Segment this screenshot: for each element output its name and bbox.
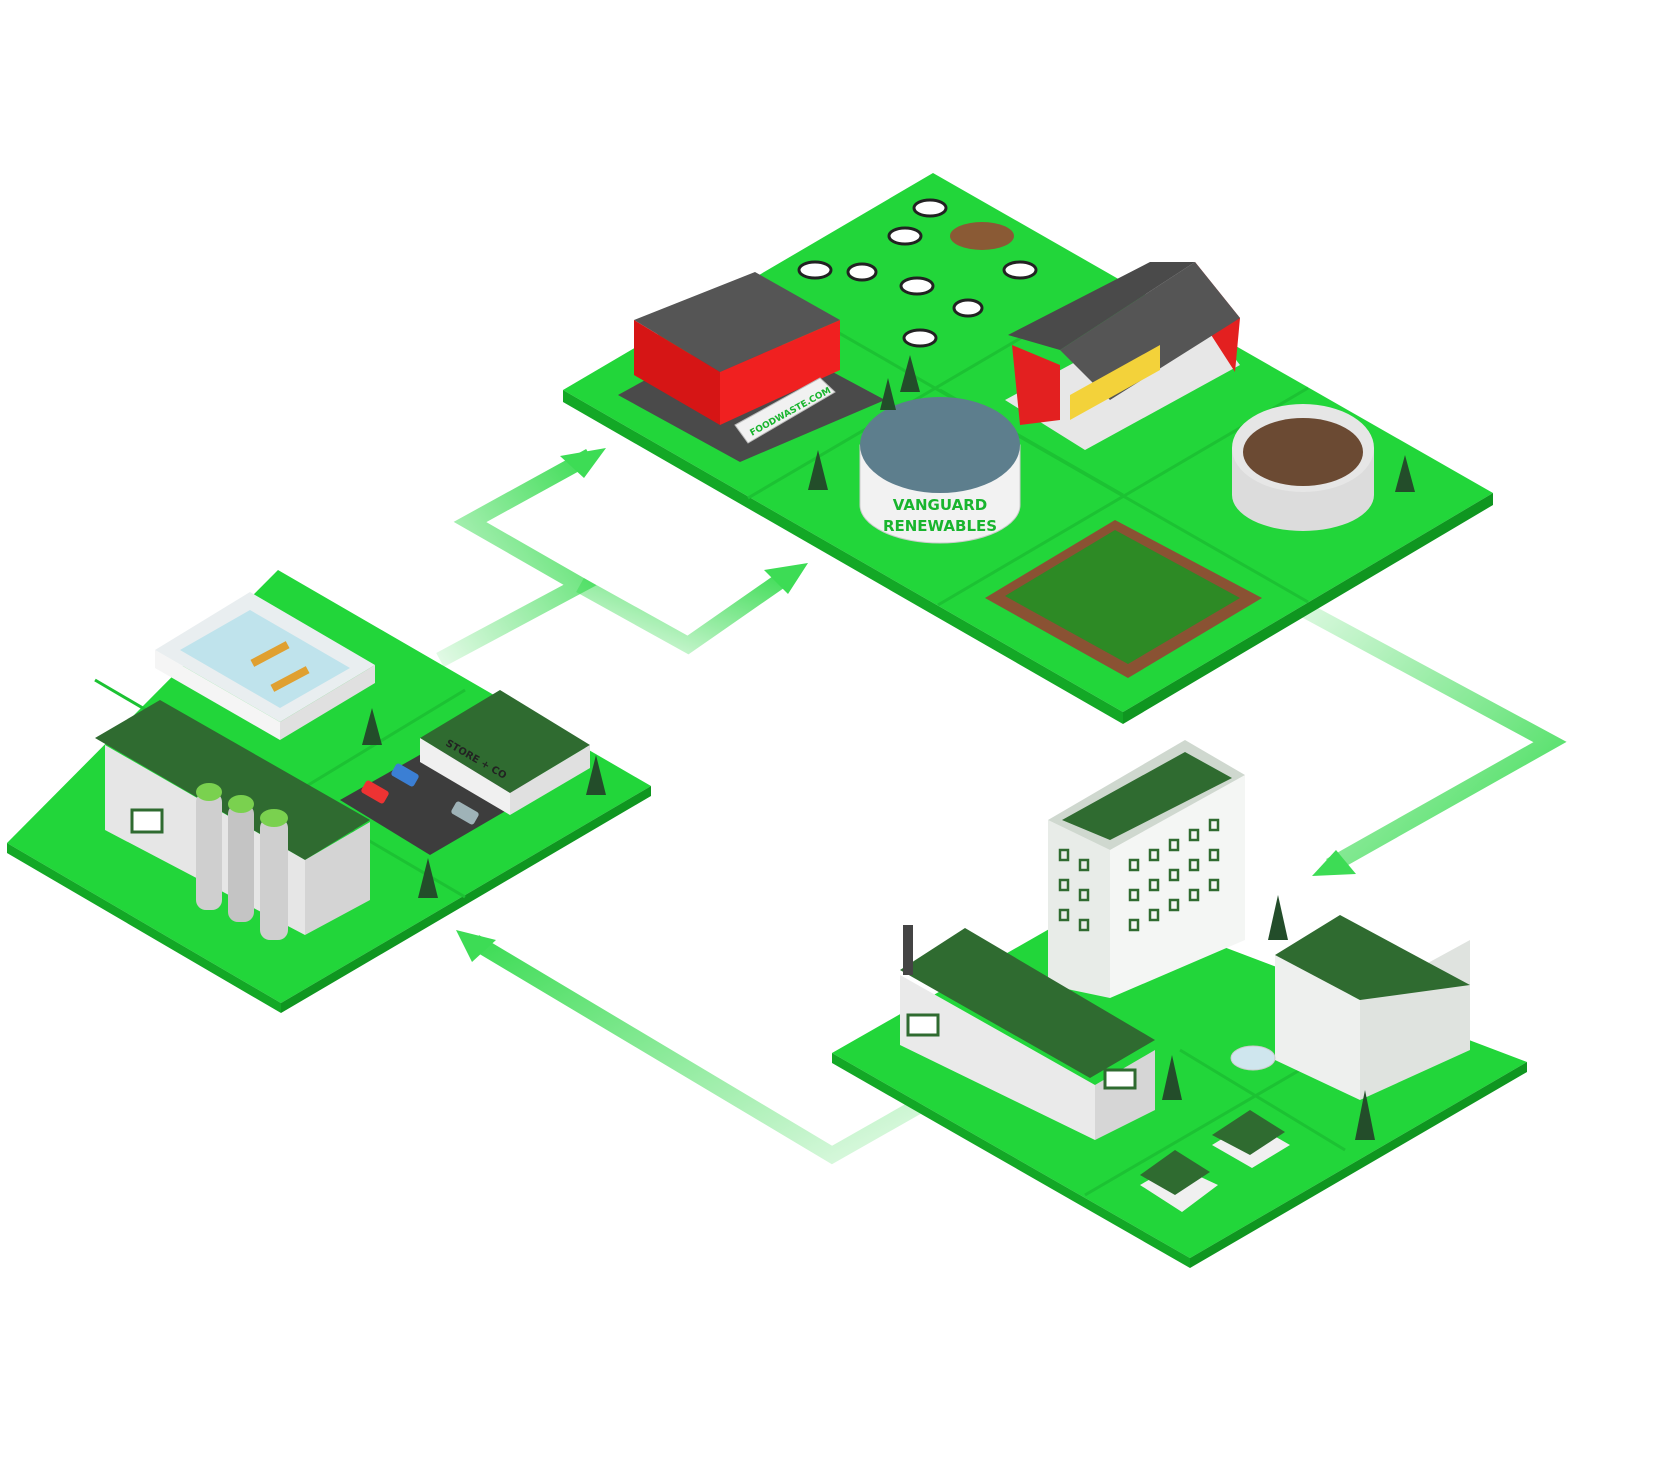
arrow-farm-to-community — [1301, 602, 1567, 876]
food-producers-platform: STORE + CO — [7, 570, 651, 1013]
apartment-building — [1230, 915, 1470, 1100]
arrowhead-icon — [1312, 850, 1356, 876]
factory-building — [900, 925, 1155, 1140]
arrowhead-icon — [764, 563, 808, 594]
trees — [1162, 895, 1375, 1140]
grocery-store: STORE + CO — [340, 690, 590, 855]
trees — [362, 708, 606, 898]
arrowhead-icon — [560, 448, 606, 478]
cow-barn — [1005, 262, 1240, 450]
red-barn — [618, 272, 885, 462]
arrowhead-icon — [456, 930, 496, 962]
manure-storage-tank — [1232, 404, 1374, 531]
manure-pile — [950, 222, 1014, 250]
digester-label-line2: RENEWABLES — [883, 517, 997, 535]
trees — [808, 355, 1415, 492]
digester-label-line1: VANGUARD — [893, 496, 987, 514]
farm-platform: FOODWASTE.COM VANGUARD RENEWABLES — [563, 173, 1493, 724]
arrow-food-to-farm — [436, 448, 808, 668]
cows — [797, 198, 1038, 348]
digester-tank: VANGUARD RENEWABLES — [859, 397, 1021, 544]
houses — [1140, 1110, 1290, 1212]
restaurant-kitchen — [155, 592, 375, 740]
arrow-community-to-food — [456, 930, 924, 1165]
processing-plant — [95, 700, 370, 940]
community-platform — [832, 740, 1527, 1268]
office-tower — [1048, 740, 1245, 998]
corn-field — [985, 520, 1262, 678]
